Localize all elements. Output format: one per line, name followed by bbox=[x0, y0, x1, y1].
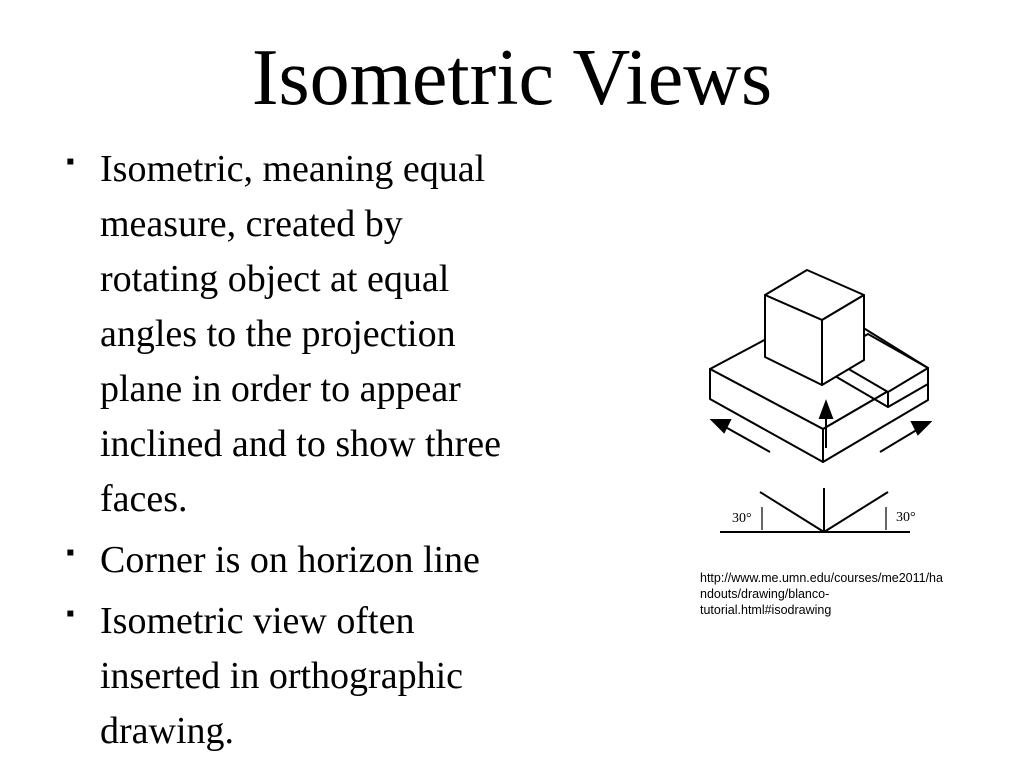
square-bullet-icon: ▪ bbox=[66, 601, 75, 627]
bullet-list: ▪ Isometric, meaning equal measure, crea… bbox=[62, 142, 602, 765]
source-caption: http://www.me.umn.edu/courses/me2011/ha … bbox=[700, 571, 943, 617]
angle-label-left: 30° bbox=[732, 511, 752, 526]
bullet-item: ▪ Isometric view often inserted in ortho… bbox=[62, 594, 602, 759]
bullet-text: Corner is on horizon line bbox=[100, 539, 480, 581]
isometric-block-figure: 30° 30° bbox=[709, 269, 933, 533]
right-arrow-icon bbox=[910, 421, 933, 436]
bullet-item: ▪ Corner is on horizon line bbox=[62, 533, 602, 588]
bullet-item: ▪ Isometric, meaning equal measure, crea… bbox=[62, 142, 602, 527]
bullet-text: Isometric view often inserted in orthogr… bbox=[100, 600, 464, 752]
angle-label-right: 30° bbox=[896, 510, 916, 525]
left-arrow-icon bbox=[709, 419, 732, 434]
cube-right-face bbox=[821, 294, 865, 386]
slide-title: Isometric Views bbox=[251, 34, 773, 122]
square-bullet-icon: ▪ bbox=[66, 540, 75, 566]
square-bullet-icon: ▪ bbox=[66, 149, 75, 175]
up-arrow-icon bbox=[818, 399, 834, 419]
bullet-text: Isometric, meaning equal measure, create… bbox=[100, 148, 502, 520]
